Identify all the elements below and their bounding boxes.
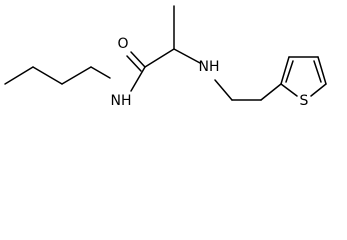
structure-diagram: O NH NH S [4, 5, 327, 109]
bond-butyl-to-nh [90, 66, 111, 79]
thiophene-ring [280, 56, 327, 97]
bond-ring-s-c2 [280, 83, 298, 97]
carbonyl-oxygen-label: O [117, 36, 128, 52]
butyl-chain [4, 66, 111, 85]
bond-ethyl-to-ring [260, 83, 282, 101]
bond-ring-c2-c3-inner [285, 60, 294, 83]
bond-carbonyl-double-2 [126, 55, 142, 72]
bond-ring-c2-c3 [280, 56, 290, 85]
amide-group [126, 48, 175, 92]
thiophene-sulfur-label: S [300, 93, 309, 109]
bond-ring-c4-c5 [317, 56, 327, 85]
bond-butyl-1 [4, 66, 34, 85]
bond-carbonyl-double-1 [130, 51, 146, 68]
bond-nh-to-ethyl [214, 79, 233, 101]
amine-nitrogen-label: NH [199, 59, 220, 75]
alpha-carbon [173, 5, 201, 64]
bond-butyl-3 [61, 66, 92, 85]
bond-ring-c4-c5-inner [313, 60, 322, 83]
bond-ring-c5-s [310, 83, 327, 97]
ethyl-linker [214, 79, 282, 101]
bond-butyl-2 [32, 66, 63, 85]
bond-nh-to-carbonyl [130, 66, 146, 92]
bond-alpha-to-nh [173, 48, 201, 64]
bond-carbonyl-to-alpha [144, 48, 175, 68]
amide-nitrogen-label: NH [111, 93, 132, 109]
